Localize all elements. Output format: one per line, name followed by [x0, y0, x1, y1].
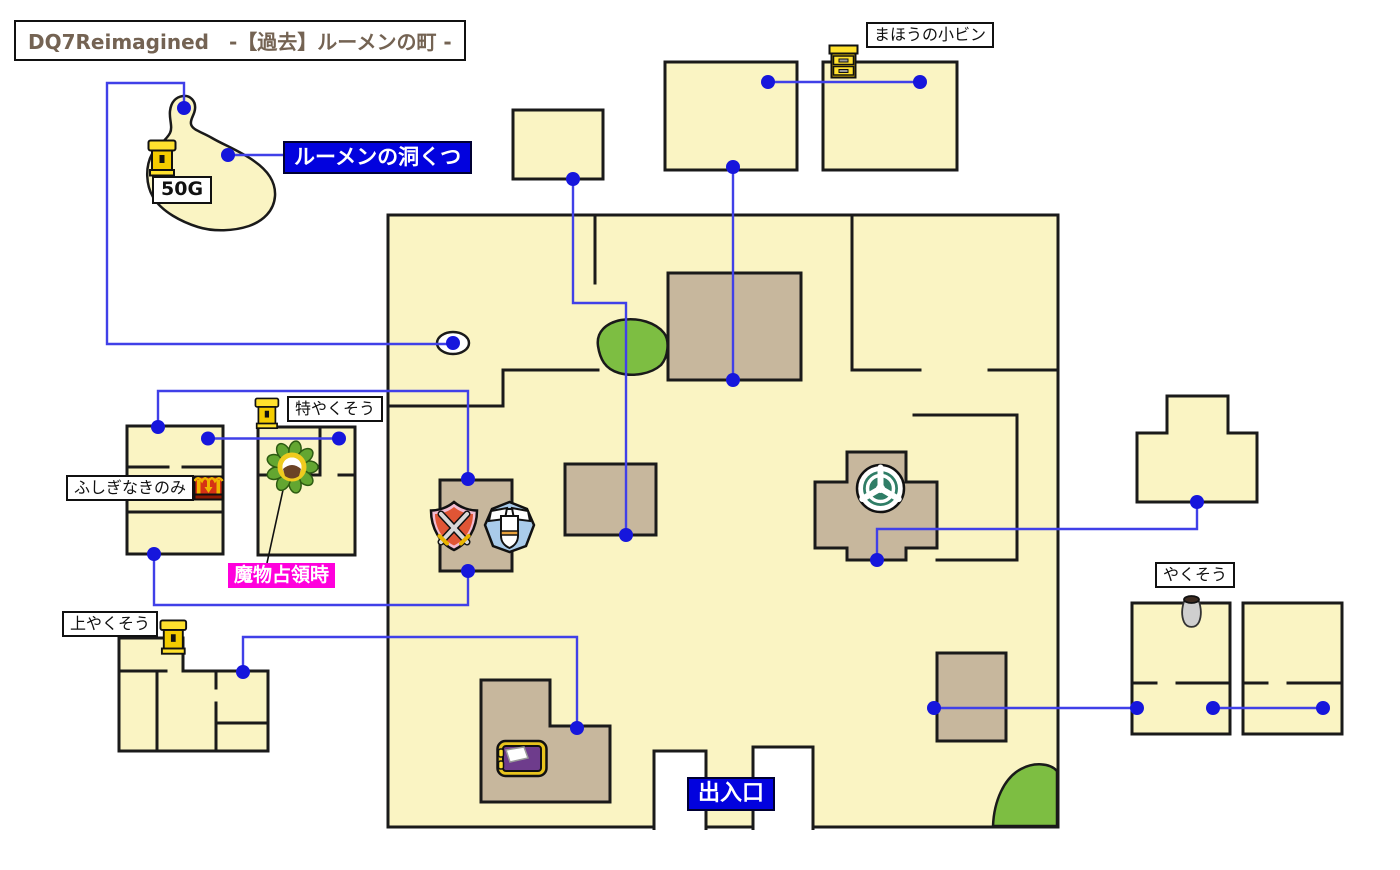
item-label-herb: やくそう — [1155, 562, 1236, 588]
town-structures — [438, 271, 1008, 804]
treasure-chest-icon — [159, 619, 188, 655]
page-title: DQ7Reimagined -【過去】ルーメンの町 - — [14, 20, 466, 61]
item-label-mystery-seed: ふしぎなきのみ — [66, 475, 195, 501]
building-superior-herb — [117, 636, 270, 753]
armor-shop-icon — [483, 500, 536, 554]
treasure-chest-icon — [147, 139, 177, 177]
vase-icon — [1181, 595, 1202, 628]
route-lines — [105, 80, 1323, 728]
item-label-magic-bottle: まほうの小ビン — [866, 22, 995, 48]
bush — [596, 318, 669, 376]
monster-occupied-label: 魔物占領時 — [228, 563, 336, 588]
dresser-icon — [828, 44, 859, 79]
item-label-superior-herb: 上やくそう — [62, 611, 159, 637]
gold-label: 50G — [152, 176, 213, 204]
red-chest-icon — [193, 475, 224, 501]
large-roof — [666, 271, 803, 382]
building — [821, 60, 959, 172]
cave-label: ルーメンの洞くつ — [283, 141, 473, 175]
building — [511, 108, 605, 181]
corner-roof — [935, 651, 1008, 743]
weapon-shop-icon — [429, 500, 479, 552]
bed-icon — [496, 739, 548, 778]
pointer-line — [266, 489, 284, 564]
town-interior-walls — [386, 213, 1059, 562]
small-roof — [563, 462, 658, 537]
wreath-icon — [266, 440, 319, 494]
bush — [991, 763, 1059, 828]
building-t-shape — [1135, 394, 1259, 504]
route-markers — [147, 75, 1330, 735]
treasure-chest-icon — [254, 397, 280, 430]
entrance-label: 出入口 — [687, 777, 776, 812]
building — [663, 60, 799, 172]
item-label-special-herb: 特やくそう — [287, 396, 384, 422]
building-herb-right — [1241, 601, 1344, 736]
ship-wheel-icon — [855, 463, 906, 514]
